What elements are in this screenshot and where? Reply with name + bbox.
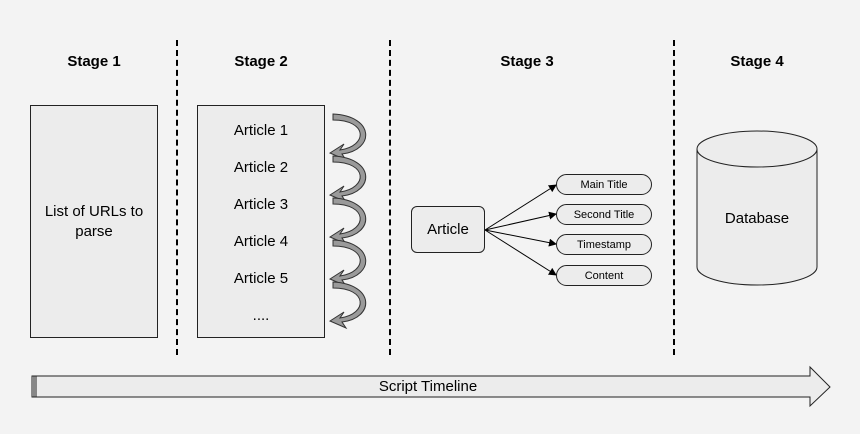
field-main-title: Main Title xyxy=(556,174,652,195)
article-item: Article 1 xyxy=(233,122,289,139)
article-item: Article 5 xyxy=(233,270,289,287)
stage-divider xyxy=(176,40,178,355)
timeline-arrow xyxy=(31,365,831,408)
arrow-main-title xyxy=(484,184,557,231)
field-second-title: Second Title xyxy=(556,204,652,225)
article-node: Article xyxy=(411,206,485,253)
field-timestamp: Timestamp xyxy=(556,234,652,255)
arrow-timestamp xyxy=(484,229,557,247)
stage-4-title: Stage 4 xyxy=(730,53,784,70)
timeline-label: Script Timeline xyxy=(378,378,478,395)
article-item: Article 3 xyxy=(233,196,289,213)
url-list-label: List of URLs to parse xyxy=(44,202,144,240)
loop-arrows xyxy=(328,113,367,330)
field-arrows xyxy=(484,184,557,276)
loop-arrow-icon xyxy=(328,281,367,330)
field-content: Content xyxy=(556,265,652,286)
loop-arrow-icon xyxy=(328,113,367,162)
stage-3-title: Stage 3 xyxy=(500,53,554,70)
loop-arrow-icon xyxy=(328,197,367,246)
article-node-label: Article xyxy=(427,221,469,238)
article-item: Article 4 xyxy=(233,233,289,250)
article-list-box: Article 1 Article 2 Article 3 Article 4 … xyxy=(197,105,325,338)
url-list-box: List of URLs to parse xyxy=(30,105,158,338)
stage-divider xyxy=(389,40,391,355)
article-item: Article 2 xyxy=(233,159,289,176)
stage-1-title: Stage 1 xyxy=(67,53,121,70)
loop-arrow-icon xyxy=(328,239,367,288)
stage-divider xyxy=(673,40,675,355)
stage-2-title: Stage 2 xyxy=(234,53,288,70)
arrow-second-title xyxy=(484,211,557,231)
arrow-content xyxy=(484,229,557,276)
article-item-ellipsis: .... xyxy=(252,307,270,324)
database-label: Database xyxy=(724,210,790,227)
database-icon xyxy=(696,130,818,286)
loop-arrow-icon xyxy=(328,155,367,204)
